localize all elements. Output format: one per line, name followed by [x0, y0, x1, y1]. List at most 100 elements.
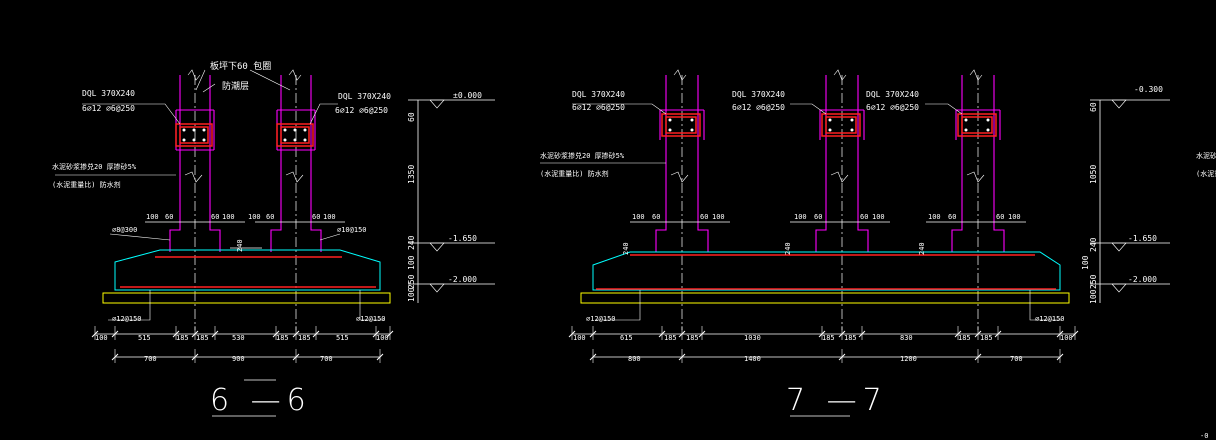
top-dim: 60: [652, 213, 660, 221]
vertical-dim: 240: [1089, 237, 1098, 252]
beam-right-label: DQL 370X240: [338, 92, 391, 101]
leader-line: [82, 103, 181, 125]
vertical-dim: 1350: [407, 165, 416, 184]
leader-line: [249, 69, 291, 91]
beam-3-rebar: 6⌀12 ⌀6@250: [866, 103, 919, 112]
leader-line: [790, 103, 827, 115]
dim-row-1: 185: [196, 334, 209, 342]
dim-row-2: 800: [628, 355, 641, 363]
leader-line: [925, 103, 963, 115]
dimension-ticks: [91, 326, 1079, 363]
elevation-mid: -1.650: [1128, 234, 1157, 243]
mortar-note-1: 水泥砂浆掺兑20 厚掺砂5%: [52, 162, 137, 171]
beam-2-label: DQL 370X240: [732, 90, 785, 99]
rebar-bottom-right: ⌀12@150: [1035, 315, 1065, 323]
dim-row-1: 185: [822, 334, 835, 342]
label-240: 240: [622, 242, 630, 255]
elevation-bottom: -2.000: [448, 275, 477, 284]
rebar-bottom-right: ⌀12@150: [356, 315, 386, 323]
vertical-dim: 1050: [1089, 165, 1098, 184]
top-dim: 100: [794, 213, 807, 221]
leader-line: [202, 83, 216, 93]
vertical-dim: 60: [407, 112, 416, 122]
dim-row-1: 185: [980, 334, 993, 342]
rebar-note-a: ⌀8@300: [112, 226, 137, 234]
dim-row-2: 1200: [900, 355, 917, 363]
dim-row-1: 530: [232, 334, 245, 342]
cushion-layer: [102, 292, 391, 304]
dim-row-1: 615: [620, 334, 633, 342]
beam-2-rebar: 6⌀12 ⌀6@250: [732, 103, 785, 112]
labels-7-7: DQL 370X240 6⌀12 ⌀6@250 DQL 370X240 6⌀12…: [540, 85, 1216, 418]
leader-line: [1029, 290, 1062, 321]
wall-2: [815, 69, 869, 252]
dim-row-1: 1030: [744, 334, 761, 342]
beam-left-label: DQL 370X240: [82, 89, 135, 98]
dim-row-2: 700: [1010, 355, 1023, 363]
elevation-marker: [429, 283, 445, 293]
dim-row-1: 100: [573, 334, 586, 342]
section-7-7: [540, 69, 1170, 417]
rebar-note-b: ⌀10@150: [337, 226, 367, 234]
dim-row-1: 100: [95, 334, 108, 342]
leader-line: [319, 233, 341, 241]
leader-line: [108, 290, 151, 321]
vertical-dim: 250: [1089, 274, 1098, 289]
dim-row-1: 185: [176, 334, 189, 342]
leader-line: [572, 103, 667, 115]
top-dim: 60: [860, 213, 868, 221]
dim-row-1: 185: [844, 334, 857, 342]
dim-row-1: 185: [276, 334, 289, 342]
wall-1: [655, 69, 709, 252]
top-dim: 60: [165, 213, 173, 221]
rebar-bottom-left: ⌀12@150: [586, 315, 616, 323]
top-dim: 100: [248, 213, 261, 221]
mortar-note-1: 水泥砂浆掺兑20 厚掺砂5%: [540, 151, 625, 160]
top-dim: 60: [700, 213, 708, 221]
footing-outline: [114, 249, 381, 291]
elevation-bottom: -2.000: [1128, 275, 1157, 284]
top-dim: 60: [948, 213, 956, 221]
leader-line: [596, 290, 641, 321]
ring-beam-3: [957, 113, 997, 137]
section-6-6: [55, 69, 495, 417]
note-damp: 防潮层: [222, 80, 249, 92]
vertical-dim: 100: [1081, 255, 1090, 270]
dim-row-1: 100: [376, 334, 389, 342]
leader-line: [109, 233, 171, 241]
mortar-note-2: (水泥重量比) 防水剂: [540, 169, 609, 178]
vertical-dim: 100: [407, 287, 416, 302]
dim-row-1: 100: [1060, 334, 1073, 342]
beam-1-rebar: 6⌀12 ⌀6@250: [572, 103, 625, 112]
vertical-dim: 250: [407, 274, 416, 289]
label-240: 240: [918, 242, 926, 255]
section-title-6-6: 6 —6: [210, 383, 312, 418]
elevation-marker: [1111, 242, 1127, 252]
top-dim: 60: [266, 213, 274, 221]
note-top: 板坪下60 包圈: [210, 60, 271, 72]
top-dim: 60: [814, 213, 822, 221]
vertical-dim: 100: [1089, 289, 1098, 304]
label-240: 240: [236, 239, 244, 252]
top-dim: 100: [928, 213, 941, 221]
section-title-7-7: 7 —7: [786, 383, 888, 418]
label-240: 240: [784, 242, 792, 255]
top-dim: 100: [872, 213, 885, 221]
dim-row-1: 515: [336, 334, 349, 342]
ring-beam-1: [661, 113, 701, 137]
beam-1-label: DQL 370X240: [572, 90, 625, 99]
leader-line: [359, 290, 385, 321]
vertical-dim: 100: [407, 255, 416, 270]
leader-line: [309, 103, 338, 125]
cushion-layer: [580, 292, 1070, 304]
corner-mark: -0: [1200, 432, 1208, 440]
elevation-marker: [429, 242, 445, 252]
top-dim: 100: [632, 213, 645, 221]
top-dim: 100: [146, 213, 159, 221]
rebar-bottom-left: ⌀12@150: [112, 315, 142, 323]
elevation-top: ±0.000: [453, 91, 482, 100]
top-dim: 100: [222, 213, 235, 221]
dim-row-1: 515: [138, 334, 151, 342]
beam-3-label: DQL 370X240: [866, 90, 919, 99]
ring-beam-right: [276, 123, 314, 147]
